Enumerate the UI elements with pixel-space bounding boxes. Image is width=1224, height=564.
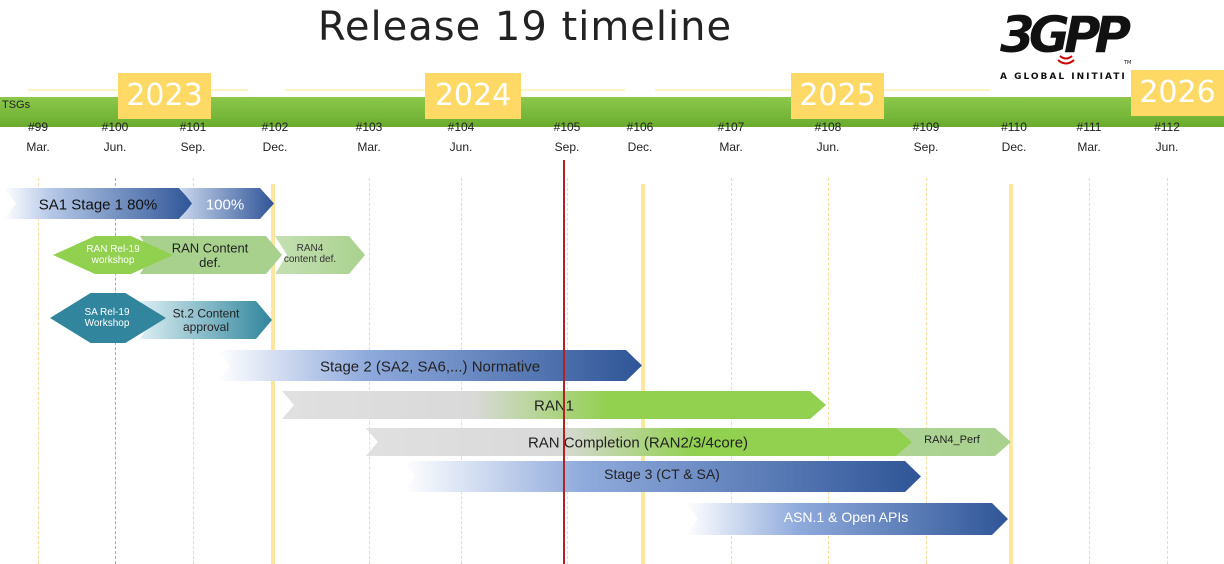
meeting-number: #103: [355, 120, 383, 134]
year-2026: 2026: [1131, 70, 1224, 116]
meeting-gridline: [926, 178, 927, 564]
meeting-month: Jun.: [816, 140, 840, 154]
meeting-number: #109: [912, 120, 940, 134]
sa1-100-label: 100%: [206, 196, 244, 213]
st2-content-bar: [140, 301, 272, 339]
ran-content-bar: [140, 236, 282, 274]
workshop-marker-line: [115, 178, 116, 564]
meeting-gridline: [1167, 178, 1168, 564]
meeting-month: Jun.: [103, 140, 127, 154]
meeting-gridline: [193, 178, 194, 564]
year-boundary-line: [1009, 184, 1013, 564]
sa-workshop-hexagon: [50, 293, 166, 343]
meeting-month: Sep.: [180, 140, 206, 154]
ran4-content-bar: [275, 236, 365, 274]
meeting-number: #104: [447, 120, 475, 134]
meeting-gridline: [1089, 178, 1090, 564]
meeting-month: Sep.: [913, 140, 939, 154]
stage3-bar: [403, 461, 921, 492]
meeting-month: Sep.: [554, 140, 580, 154]
ran-workshop-hexagon: [53, 236, 173, 274]
stage2-bar: [218, 350, 642, 381]
meeting-month: Dec.: [1001, 140, 1027, 154]
logo-signal-icon: [1057, 55, 1075, 65]
ran1-bar: [282, 391, 826, 419]
meeting-number: #108: [814, 120, 842, 134]
page-title: Release 19 timeline: [317, 4, 733, 50]
sa1-stage1-bar: [4, 188, 193, 219]
asn1-bar: [686, 503, 1008, 535]
meeting-number: #112: [1154, 120, 1180, 134]
meeting-number: #101: [179, 120, 207, 134]
logo-mark: 3GPP: [1000, 6, 1130, 64]
meeting-month: Jun.: [449, 140, 473, 154]
meeting-month: Mar.: [357, 140, 381, 154]
sa1-stage1-label: SA1 Stage 1 80%: [39, 196, 157, 213]
meeting-month: Mar.: [1077, 140, 1101, 154]
meeting-month: Mar.: [719, 140, 743, 154]
logo-tagline: A GLOBAL INITIATI: [1000, 72, 1127, 82]
meeting-number: #105: [553, 120, 581, 134]
asn1-label: ASN.1 & Open APIs: [784, 509, 909, 525]
meeting-gridline: [731, 178, 732, 564]
meeting-number: #107: [717, 120, 745, 134]
meeting-number: #111: [1076, 120, 1102, 134]
3gpp-logo: 3GPP TM: [1000, 6, 1136, 66]
current-date-line: [563, 160, 565, 564]
meeting-gridline: [828, 178, 829, 564]
year-2023: 2023: [118, 73, 211, 119]
stage2-label: Stage 2 (SA2, SA6,...) Normative: [320, 358, 540, 375]
meeting-month: Jun.: [1155, 140, 1179, 154]
meeting-month: Mar.: [26, 140, 50, 154]
ran1-label: RAN1: [534, 397, 574, 414]
tsg-label: TSGs: [2, 99, 31, 111]
stage3-label: Stage 3 (CT & SA): [604, 466, 720, 482]
meeting-month: Dec.: [627, 140, 653, 154]
year-2025: 2025: [791, 73, 884, 119]
ran4-perf-label: RAN4_Perf: [924, 434, 981, 446]
meeting-number: #106: [626, 120, 654, 134]
svg-text:TM: TM: [1123, 60, 1131, 66]
year-2024: 2024: [425, 73, 521, 119]
meeting-number: #102: [261, 120, 289, 134]
ran-completion-bar: [366, 428, 912, 456]
meeting-month: Dec.: [262, 140, 288, 154]
ran-completion-label: RAN Completion (RAN2/3/4core): [528, 434, 748, 451]
meeting-gridline: [38, 178, 39, 564]
year-boundary-line: [641, 184, 645, 564]
sa1-100-bar: [180, 188, 274, 219]
meeting-number: #99: [27, 120, 49, 134]
meeting-number: #100: [101, 120, 129, 134]
meeting-number: #110: [1001, 120, 1027, 134]
